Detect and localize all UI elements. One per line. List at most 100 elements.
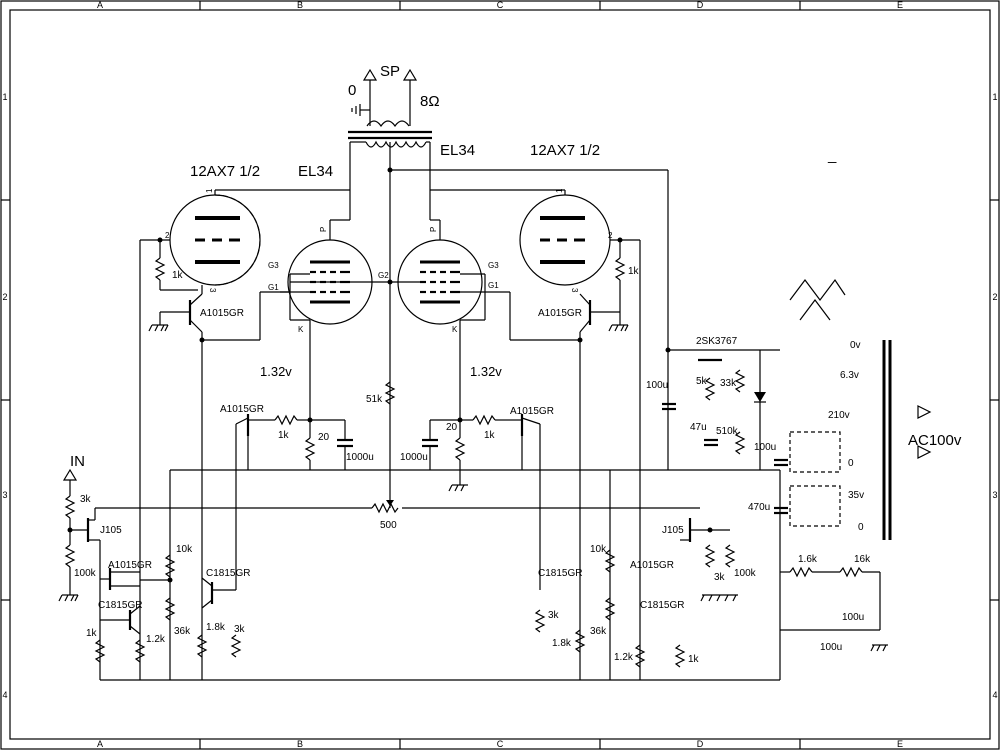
left-driver-pnp: A1015GR [108, 560, 152, 571]
row-4-right: 4 [992, 690, 997, 700]
right-jfet-label: J105 [662, 525, 684, 536]
row-2-left: 2 [2, 292, 7, 302]
left-cathode-voltage: 1.32v [260, 364, 292, 379]
el34-left-pin-g3: G3 [268, 261, 279, 270]
ps-cap-100u-a: 100u [646, 380, 668, 391]
left-cathode-c-label: 1000u [346, 452, 374, 463]
right-plate-r-label: 1k [628, 266, 640, 277]
tube-left-label: 12AX7 1/2 [190, 163, 260, 180]
el34-pin-g2: G2 [378, 271, 389, 280]
ps-r5k: 5k [696, 376, 708, 387]
ps-c100u-c: 100u [842, 612, 864, 623]
triode-right: 1 2 3 [430, 188, 641, 680]
col-a-top: A [97, 0, 103, 10]
col-e-top: E [897, 0, 903, 10]
tx-0v: 0v [850, 340, 861, 351]
right-in-r100k: 100k [734, 568, 757, 579]
left-ccs-label: A1015GR [220, 404, 264, 415]
right-r3k: 3k [548, 610, 560, 621]
right-driver-r1k: 1k [688, 654, 700, 665]
col-b-top: B [297, 0, 303, 10]
output-transformer: SP 0 8Ω [348, 63, 669, 508]
triode-left-pin2: 2 [165, 231, 170, 240]
screen-resistor: 51k [366, 381, 396, 405]
triode-right-pin3: 3 [570, 288, 579, 293]
screen-r-label: 51k [366, 394, 383, 405]
el34-left-pin-p: P [319, 227, 328, 232]
ps-c47u: 47u [690, 422, 707, 433]
el34-right-pin-k: K [452, 325, 458, 334]
col-a-bottom: A [97, 739, 103, 749]
left-driver-r12k: 1.2k [146, 634, 166, 645]
left-cathode-r-label: 20 [318, 432, 330, 443]
col-b-bottom: B [297, 739, 303, 749]
right-pnp-label: A1015GR [538, 308, 582, 319]
left-driver: A1015GR C1815GR 1k 1.2k 10k 36k C1815GR … [86, 544, 250, 663]
top-right-dash: _ [827, 147, 837, 164]
right-r10k: 10k [590, 544, 607, 555]
left-driver-npn: C1815GR [98, 600, 142, 611]
left-pnp-label: A1015GR [200, 308, 244, 319]
el34-right-pin-p: P [429, 227, 438, 232]
col-c-top: C [497, 0, 504, 10]
left-r18k: 1.8k [206, 622, 226, 633]
input-grid-r-label: 100k [74, 568, 97, 579]
left-mid-npn: C1815GR [206, 568, 250, 579]
cathode-left: 1.32v 1k 20 1000u A1015GR [220, 364, 374, 590]
right-driver-r12k: 1.2k [614, 652, 634, 663]
right-r18k: 1.8k [552, 638, 572, 649]
row-3-right: 3 [992, 490, 997, 500]
row-4-left: 4 [2, 690, 7, 700]
col-c-bottom: C [497, 739, 504, 749]
right-driver-pnp: A1015GR [630, 560, 674, 571]
row-3-left: 3 [2, 490, 7, 500]
triode-right-pin2: 2 [608, 231, 613, 240]
ps-mosfet-label: 2SK3767 [696, 336, 738, 347]
tx-63v: 6.3v [840, 370, 859, 381]
row-1-right: 1 [992, 92, 997, 102]
triode-left-pin1: 1 [205, 188, 214, 193]
ps-r16k-b: 16k [854, 554, 871, 565]
right-in-r3k: 3k [714, 572, 726, 583]
left-base-r-label: 1k [278, 430, 290, 441]
row-1-left: 1 [2, 92, 7, 102]
right-ccs-label: A1015GR [510, 406, 554, 417]
row-2-right: 2 [992, 292, 997, 302]
tx-0-b: 0 [858, 522, 864, 533]
right-cathode-voltage: 1.32v [470, 364, 502, 379]
ps-r33k: 33k [720, 378, 737, 389]
tx-0-a: 0 [848, 458, 854, 469]
ps-c100u-d: 100u [820, 642, 842, 653]
right-cathode-c-label: 1000u [400, 452, 428, 463]
triode-right-pin1: 1 [555, 188, 564, 193]
right-r36k: 36k [590, 626, 607, 637]
pot-label: 500 [380, 520, 397, 531]
ps-c470u: 470u [748, 502, 770, 513]
triode-left-pin3: 3 [208, 288, 217, 293]
right-mid-npn: C1815GR [538, 568, 582, 579]
right-driver-npn: C1815GR [640, 600, 684, 611]
col-e-bottom: E [897, 739, 903, 749]
el34-left-pin-g1: G1 [268, 283, 279, 292]
speaker-8ohm: 8Ω [420, 93, 440, 110]
tx-35v: 35v [848, 490, 864, 501]
right-base-r-label: 1k [484, 430, 496, 441]
el34-right-label: EL34 [440, 142, 475, 159]
speaker-zero: 0 [348, 82, 356, 99]
left-r3k: 3k [234, 624, 246, 635]
left-r36k: 36k [174, 626, 191, 637]
power-transformer: 0v 6.3v 210v 0 35v 0 AC100v [789, 278, 962, 540]
left-plate-r-label: 1k [172, 270, 184, 281]
input-label: IN [70, 453, 85, 470]
right-cathode-r-label: 20 [446, 422, 458, 433]
ps-r16k-a: 1.6k [798, 554, 818, 565]
el34-right-pin-g1: G1 [488, 281, 499, 290]
el34-left-label: EL34 [298, 163, 333, 180]
tx-210v: 210v [828, 410, 850, 421]
left-driver-r1k: 1k [86, 628, 98, 639]
ac-label: AC100v [908, 432, 962, 449]
right-triode-load: 1k A1015GR [509, 237, 640, 680]
col-d-bottom: D [697, 739, 704, 749]
